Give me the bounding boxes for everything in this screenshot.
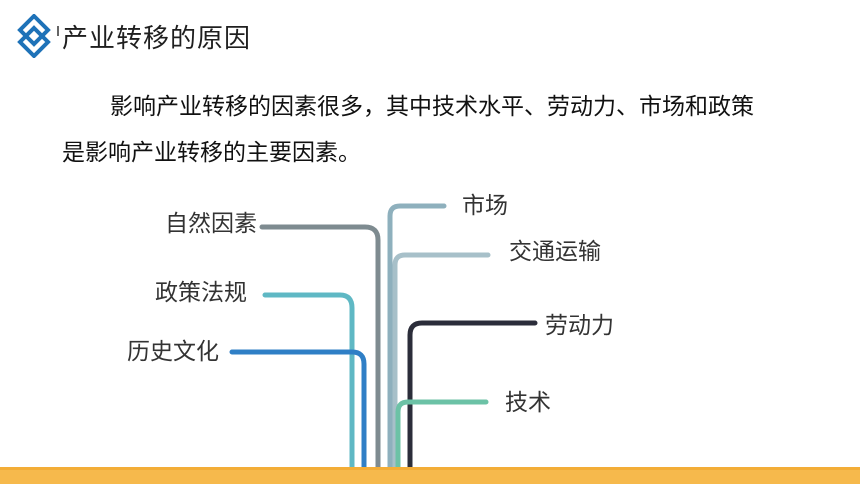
stacked-diamond-icon [17, 14, 51, 58]
ground-band [0, 467, 860, 484]
label-natural-factors: 自然因素 [165, 211, 257, 237]
label-policy-regulations: 政策法规 [155, 280, 247, 306]
intro-line-2: 是影响产业转移的主要因素。 [62, 140, 361, 166]
intro-line-1: 影响产业转移的因素很多，其中技术水平、劳动力、市场和政策 [110, 94, 754, 120]
branch-technology [395, 399, 489, 473]
branch-transport [392, 252, 491, 473]
branch-natural-factors [259, 224, 381, 473]
page-title: 产业转移的原因 [62, 24, 252, 54]
title-divider [57, 26, 59, 36]
label-history-culture: 历史文化 [127, 339, 219, 365]
label-transport: 交通运输 [509, 239, 601, 265]
label-market: 市场 [462, 193, 508, 219]
ground-band-edge [0, 467, 860, 470]
branch-history-culture [229, 349, 367, 473]
intro-paragraph: 影响产业转移的因素很多，其中技术水平、劳动力、市场和政策 是影响产业转移的主要因… [62, 84, 832, 176]
branch-labor [407, 320, 538, 473]
branch-policy-regulations [262, 292, 355, 473]
branch-market [387, 203, 447, 473]
label-labor: 劳动力 [545, 313, 614, 339]
label-technology: 技术 [505, 390, 551, 416]
